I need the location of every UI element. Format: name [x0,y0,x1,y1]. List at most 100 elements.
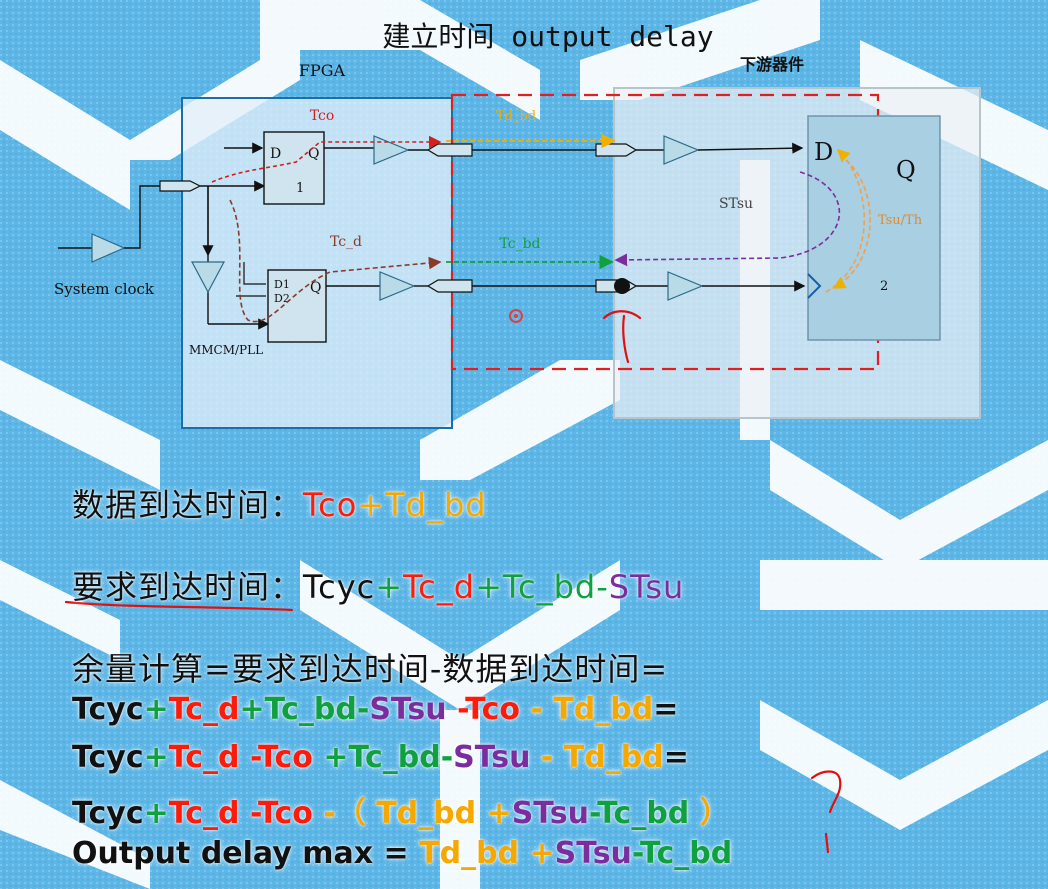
formula-term: Tc_bd [597,796,690,831]
formula-term: STsu [554,836,632,871]
sysclk-route [124,185,160,249]
handwritten-underline [64,600,294,612]
formula-term: Tcyc [72,796,144,831]
tsu-th-path-2 [832,159,871,289]
ext-clk-buffer [667,271,704,301]
formula-term: ） [689,796,730,831]
required-arrival-formula: 要求到达时间：Tcyc+Tc_d+Tc_bd-STsu [72,562,684,608]
formula-term: Td_bd [563,740,664,775]
formula-term: - [239,796,258,831]
formula-term: - [631,836,640,871]
formula-term: Tcyc [72,692,144,727]
page-title: 建立时间 output delay [382,20,713,53]
formula-term: - [356,692,370,727]
ff2-d1-tie [243,262,266,285]
formula-term: Tco [465,692,520,727]
formula-term: + [143,740,169,775]
ff1-d: D [270,146,281,162]
formula-term: + [143,692,169,727]
ff1-clk: 1 [296,181,304,196]
data-arrival-formula: 数据到达时间：Tco+Td_bd [72,480,487,526]
formula-term: Tc_d [168,692,240,727]
pointer-dot [509,309,523,323]
slack-formula-step-3: Tcyc+Tc_d -Tco -（ Td_bd +STsu-Tc_bd ） [72,788,730,832]
formula-term: Td_bd [553,692,654,727]
fpga-out-pad-1 [426,143,473,157]
ff1-q: Q [308,146,319,162]
formula-term: - [589,796,598,831]
sysclk-buffer [91,233,126,263]
formula-term: - [520,692,554,727]
formula-term: 要求到达时间： [72,568,304,606]
slack-formula-title: 余量计算=要求到达时间-数据到达时间= [72,644,668,690]
formula-term: - [440,740,454,775]
tc-d-label: Tc_d [330,234,362,250]
ff2 [267,269,327,343]
formula-term: Td_bd [385,486,487,524]
tc-bd-label: Tc_bd [499,236,540,252]
formula-term: + [357,486,386,524]
handwritten-arrow [602,310,642,364]
tsu-th-label: Tsu/Th [878,213,923,228]
formula-term: STsu [608,568,685,606]
tc-d-path [229,199,442,323]
formula-term: Tc_bd [348,740,441,775]
system-clock-label: System clock [54,280,155,298]
ext-ff [807,115,941,341]
handwritten-question-mark [810,770,842,854]
ext-ff-clock-notch [807,273,822,299]
formula-term: 数据到达时间： [72,486,304,524]
formula-term: Tc_d [168,740,240,775]
formula-term: + [375,568,404,606]
tco-path [211,135,442,183]
ff1-out-buffer [373,135,410,165]
ff2-d1: D1 [274,278,290,291]
pointer-dot-center [514,314,518,318]
formula-term: Tc_d [403,568,476,606]
clock-measure-point [614,278,630,294]
ff2-q: Q [310,280,321,296]
formula-term: + [143,796,169,831]
formula-term: Tc_bd [502,568,597,606]
formula-term: Tco [258,796,313,831]
formula-term: + [519,836,555,871]
formula-term: Tco [258,740,313,775]
formula-term: + [475,568,503,606]
formula-term: STsu [511,796,590,831]
tco-label: Tco [310,108,335,124]
formula-term: 余量计算=要求到达时间-数据到达时间= [72,650,669,688]
downstream-label: 下游器件 [740,55,804,74]
formula-term: Tcyc [303,568,376,606]
fpga-out-pad-2 [426,279,473,293]
formula-term: Tc_d [168,796,240,831]
mmcm-label: MMCM/PLL [189,343,263,357]
formula-term: Tco [303,486,358,524]
formula-term: - [446,692,466,727]
formula-term: - [239,740,258,775]
formula-term: = [653,692,679,727]
ext-ff-clk: 2 [880,279,888,294]
formula-term: Td_bd [376,796,477,831]
formula-term: - [596,568,609,606]
stsu-path [614,171,841,267]
formula-term: Tc_bd [264,692,357,727]
ff2-d2: D2 [274,292,290,305]
ff2-out-buffer [379,271,416,301]
formula-term: STsu [369,692,447,727]
formula-term: + [239,692,265,727]
ext-data-buffer [663,135,700,165]
ext-in-pad-1 [595,143,638,157]
formula-term: = [663,740,689,775]
formula-term: Tcyc [72,740,144,775]
fpga-label: FPGA [299,61,346,80]
ext-data-to-d [697,142,804,154]
formula-term: + [476,796,512,831]
slack-formula-step-1: Tcyc+Tc_d+Tc_bd-STsu -Tco - Td_bd= [72,692,678,727]
ext-ff-q: Q [896,156,916,184]
output-delay-max-formula: Output delay max = Td_bd +STsu-Tc_bd [72,836,732,871]
formula-term: + [312,740,349,775]
formula-term: Tc_bd [639,836,733,871]
formula-term: - [530,740,564,775]
clock-iob [159,180,202,192]
